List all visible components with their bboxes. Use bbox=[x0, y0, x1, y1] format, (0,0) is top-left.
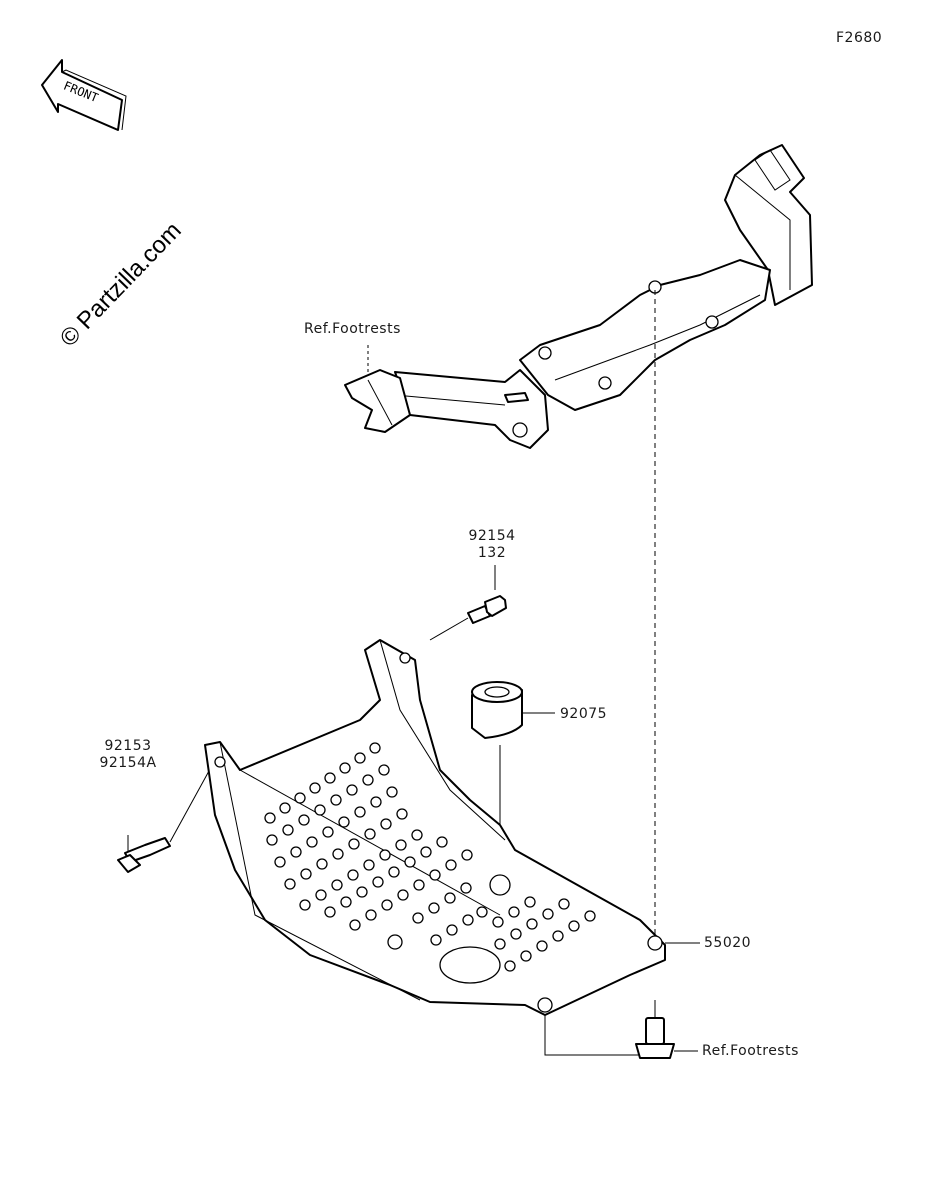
bolt-92153 bbox=[117, 759, 216, 873]
label-92153: 92153 bbox=[104, 738, 152, 754]
label-92075: 92075 bbox=[560, 706, 608, 722]
label-ref-footrests-top: Ref.Footrests bbox=[304, 321, 401, 337]
skid-plate-55020 bbox=[204, 639, 700, 1016]
label-92154a: 92154A bbox=[99, 755, 157, 771]
damper-92075 bbox=[471, 681, 555, 880]
label-55020: 55020 bbox=[704, 935, 752, 951]
label-132: 132 bbox=[477, 545, 507, 561]
figure-code: F2680 bbox=[836, 30, 883, 46]
footrest-frame-bracket bbox=[344, 144, 813, 449]
bolt-ref-footrests bbox=[635, 1017, 698, 1059]
bolt-92154 bbox=[429, 565, 507, 641]
label-ref-footrests-bottom: Ref.Footrests bbox=[702, 1043, 799, 1059]
watermark: © Partzilla.com bbox=[55, 217, 187, 352]
perforation-holes bbox=[264, 742, 596, 972]
front-arrow-icon: FRONT bbox=[41, 59, 127, 131]
label-92154: 92154 bbox=[468, 528, 516, 544]
